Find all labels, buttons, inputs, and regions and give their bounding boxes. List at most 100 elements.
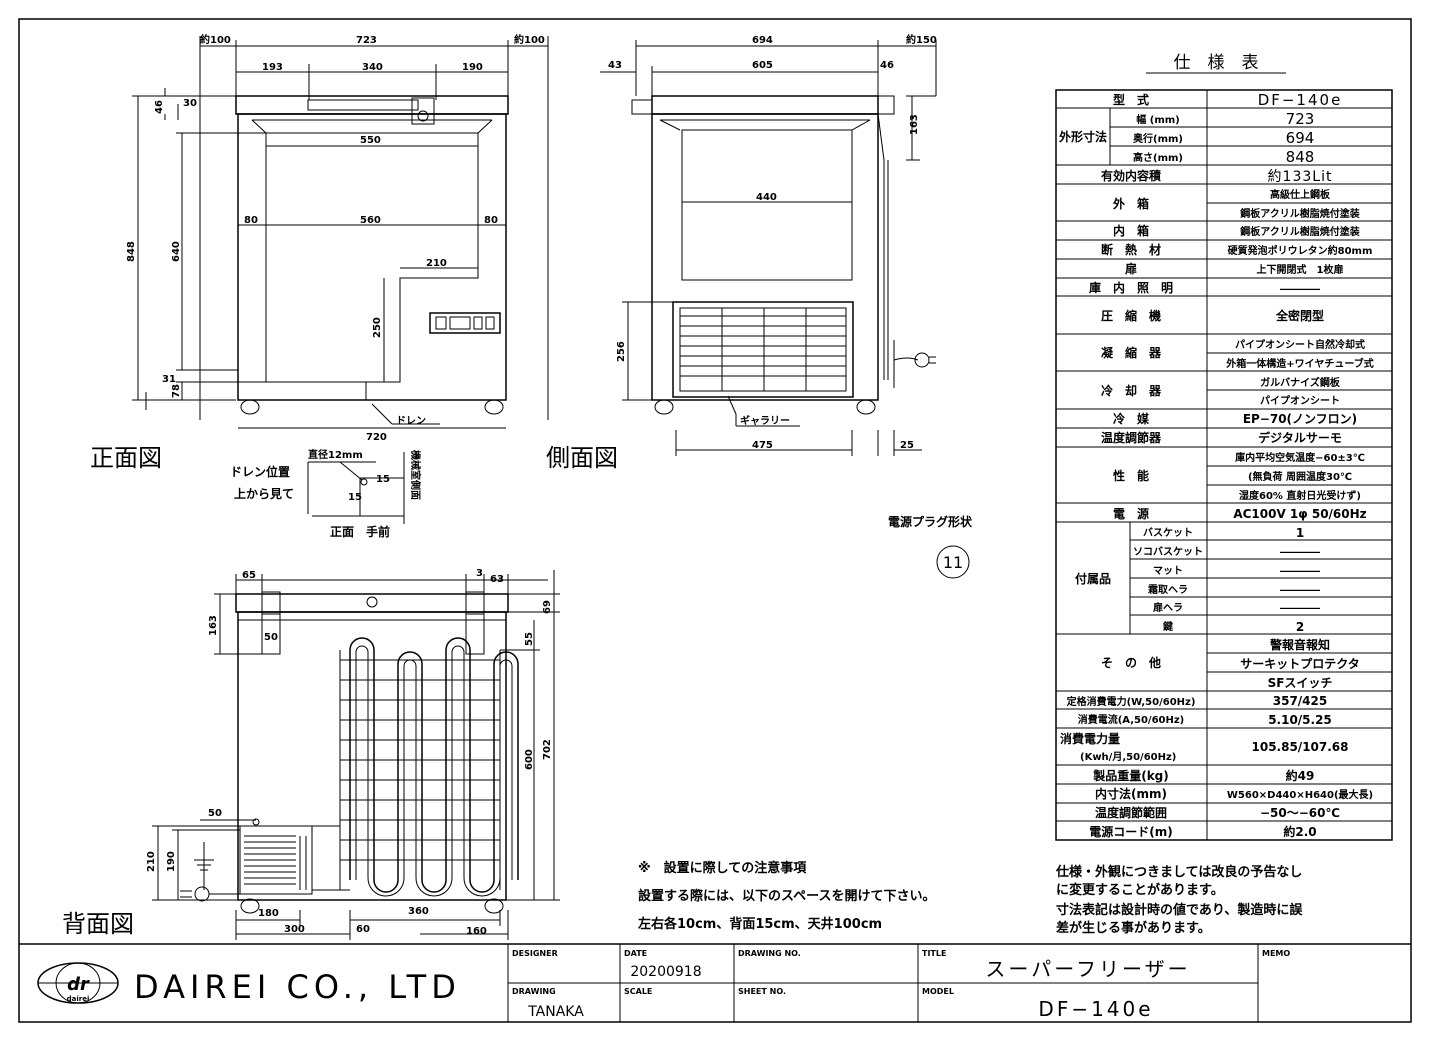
tb-sheet-key: SHEET NO. xyxy=(738,987,786,996)
front-dimension-labels: 約100 723 約100 193 340 190 30 550 80 560 … xyxy=(90,33,545,472)
spec-ec-value: 105.85/107.68 xyxy=(1252,740,1349,754)
tb-scale-key: SCALE xyxy=(624,987,652,996)
drain-machine: 機械室側面 xyxy=(409,450,422,500)
dim-side-440: 440 xyxy=(756,192,777,203)
spec-perf-v2: (無負荷 周囲温度30℃ xyxy=(1248,470,1352,483)
remarks: 仕様・外観につきましては改良の予告なし に変更することがあります。 寸法表記は設… xyxy=(1055,864,1303,936)
spec-pwr-key: 電 源 xyxy=(1113,506,1149,521)
dim-back-55: 55 xyxy=(524,632,535,646)
spec-h-key: 高さ(mm) xyxy=(1133,151,1183,164)
spec-cond-v1: パイプオンシート自然冷却式 xyxy=(1235,338,1365,351)
dim-front-80l: 80 xyxy=(244,215,258,226)
plug-labels: 電源プラグ形状 11 xyxy=(888,514,973,572)
front-view-title: 正面図 xyxy=(90,444,162,472)
dim-front-250: 250 xyxy=(372,317,383,338)
spec-mat-value: ―――― xyxy=(1280,566,1320,577)
spec-rp-value: 357/425 xyxy=(1273,694,1327,708)
tb-drawing-value: TANAKA xyxy=(527,1004,584,1020)
plug-shape xyxy=(936,545,970,579)
plug-title: 電源プラグ形状 xyxy=(888,514,973,529)
tb-model-value: DF−140e xyxy=(1038,997,1153,1021)
spec-acc-key: 付属品 xyxy=(1075,571,1111,586)
dim-front-210: 210 xyxy=(426,258,447,269)
drain-detail-labels: ドレン位置 上から見て 直径12mm 15 15 正面 手前 機械室側面 xyxy=(230,448,422,539)
dim-front-31: 31 xyxy=(162,374,176,385)
spec-outer-key: 外形寸法 xyxy=(1059,129,1107,144)
spec-door-value: 上下開閉式 1枚扉 xyxy=(1257,263,1344,276)
spec-h-value: 848 xyxy=(1286,148,1315,166)
tb-memo-key: MEMO xyxy=(1262,949,1290,958)
spec-doorh-value: ―――― xyxy=(1280,603,1320,614)
spec-cord-value: 約2.0 xyxy=(1283,824,1316,839)
spec-evap-v1: ガルバナイズ鋼板 xyxy=(1260,376,1341,389)
dim-back-163: 163 xyxy=(208,615,219,636)
dim-back-3: 3 xyxy=(476,568,483,579)
logo-dr: dr xyxy=(67,974,90,995)
note-line-1: ※ 設置に際しての注意事項 xyxy=(638,860,807,876)
spec-doorh-key: 扉ヘラ xyxy=(1152,601,1183,614)
tb-title-value: スーパーフリーザー xyxy=(985,957,1190,981)
spec-temp-value: デジタルサーモ xyxy=(1258,430,1342,445)
tb-title-key: TITLE xyxy=(922,949,946,958)
dim-back-702: 702 xyxy=(542,739,553,760)
back-hinge-right xyxy=(465,591,485,615)
drain-dia: 直径12mm xyxy=(308,448,363,461)
dim-front-720: 720 xyxy=(366,432,387,443)
dim-front-100l: 約100 xyxy=(200,33,231,46)
spec-sbasket-value: ―――― xyxy=(1280,547,1320,558)
spec-evap-key: 冷 却 器 xyxy=(1101,383,1162,398)
dim-front-100r: 約100 xyxy=(514,33,545,46)
remark-3: 寸法表記は設計時の値であり、製造時に誤 xyxy=(1056,902,1303,918)
dim-front-46: 46 xyxy=(154,100,165,114)
dim-front-30: 30 xyxy=(183,98,197,109)
dim-front-193: 193 xyxy=(262,62,283,73)
dim-front-340: 340 xyxy=(362,62,383,73)
side-dimension-labels: 694 約150 43 605 46 440 ギャラリー 475 25 163 … xyxy=(546,33,937,472)
back-view-title: 背面図 xyxy=(62,910,134,938)
spec-in-key: 内寸法(mm) xyxy=(1095,786,1167,801)
spec-in-value: W560×D440×H640(最大長) xyxy=(1227,788,1373,801)
spec-wt-value: 約49 xyxy=(1286,768,1315,783)
spec-evap-v2: パイプオンシート xyxy=(1260,394,1340,407)
dim-side-25: 25 xyxy=(900,440,914,451)
spec-ins-value: 硬質発泡ポリウレタン約80mm xyxy=(1228,244,1373,257)
dim-back-300: 300 xyxy=(284,924,305,935)
tb-date-value: 20200918 xyxy=(630,964,701,980)
dim-back-60: 60 xyxy=(356,924,370,935)
back-hinge-left xyxy=(261,591,281,615)
front-body xyxy=(237,113,507,401)
dim-front-550: 550 xyxy=(360,135,381,146)
note-line-2: 設置する際には、以下のスペースを開けて下さい。 xyxy=(638,888,935,904)
drain-pos-1: ドレン位置 xyxy=(230,464,290,479)
spec-tr-key: 温度調節範囲 xyxy=(1095,805,1167,820)
spec-basket-key: バスケット xyxy=(1143,527,1193,539)
spec-light-value: ―――― xyxy=(1280,284,1320,295)
spec-inbox-key: 内 箱 xyxy=(1113,223,1149,238)
dim-front-190: 190 xyxy=(462,62,483,73)
spec-pwr-value: AC100V 1φ 50/60Hz xyxy=(1233,507,1366,521)
control-panel xyxy=(429,312,501,334)
dim-back-180: 180 xyxy=(258,908,279,919)
spec-w-value: 723 xyxy=(1286,110,1315,128)
spec-key-key: 鍵 xyxy=(1163,620,1173,633)
dim-back-69: 69 xyxy=(542,600,553,614)
spec-outbox-key: 外 箱 xyxy=(1113,196,1149,211)
spec-cond-v2: 外箱一体構造+ワイヤチューブ式 xyxy=(1225,357,1373,370)
spec-outbox-v2: 鋼板アクリル樹脂焼付塗装 xyxy=(1239,207,1360,220)
spec-ref-key: 冷 媒 xyxy=(1113,411,1150,426)
dim-back-50: 50 xyxy=(264,632,278,643)
side-view-title: 側面図 xyxy=(546,444,618,472)
drain-pos-2: 上から見て xyxy=(234,486,294,501)
spec-cond-key: 凝 縮 器 xyxy=(1101,345,1162,360)
spec-ec-key-1: 消費電力量 xyxy=(1060,731,1120,746)
dim-back-50b: 50 xyxy=(208,808,222,819)
front-view xyxy=(132,36,549,429)
spec-wt-key: 製品重量(kg) xyxy=(1092,768,1169,783)
front-lid xyxy=(235,95,509,115)
spec-other-key: そ の 他 xyxy=(1101,655,1161,670)
back-body xyxy=(237,611,507,901)
drain-15b: 15 xyxy=(348,492,362,503)
tb-model-key: MODEL xyxy=(922,987,954,996)
tb-designer-key: DESIGNER xyxy=(512,949,558,958)
spec-basket-value: 1 xyxy=(1296,526,1304,540)
